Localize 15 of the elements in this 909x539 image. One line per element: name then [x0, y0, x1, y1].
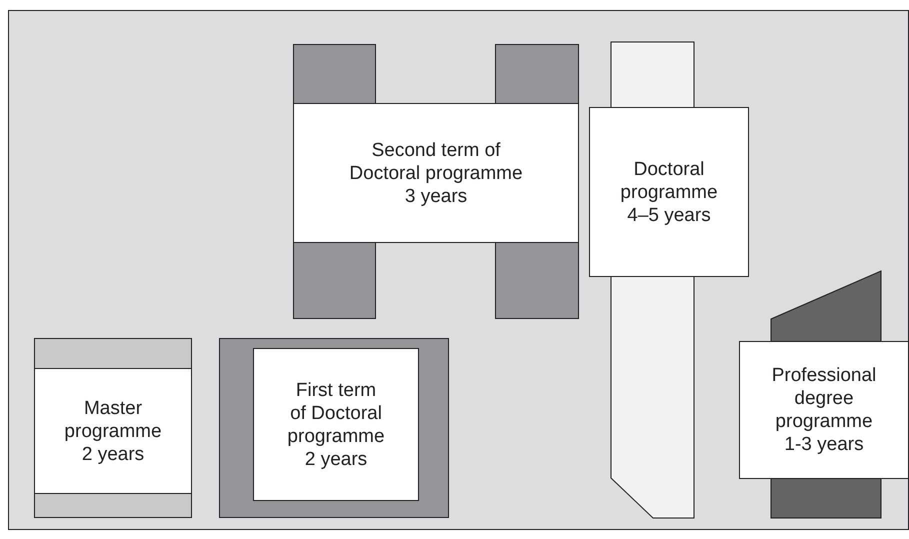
label-box: [589, 107, 749, 277]
box-text: Doctoral programme: [619, 158, 719, 204]
box-text: Professional degree programme: [770, 364, 878, 433]
box-text: 2 years: [80, 442, 146, 466]
box-text: Second term of Doctoral programme: [348, 138, 524, 184]
label-box: [739, 341, 909, 479]
label-box: [253, 348, 419, 501]
box-text: 1-3 years: [783, 433, 865, 456]
box-text: 3 years: [404, 184, 468, 208]
box-text: Master programme: [63, 396, 163, 442]
label-box: [293, 103, 579, 243]
label-box: [34, 368, 192, 494]
box-text: 4–5 years: [626, 204, 712, 226]
box-text: First term of Doctoral programme: [286, 378, 386, 448]
box-text: 2 years: [304, 448, 368, 470]
